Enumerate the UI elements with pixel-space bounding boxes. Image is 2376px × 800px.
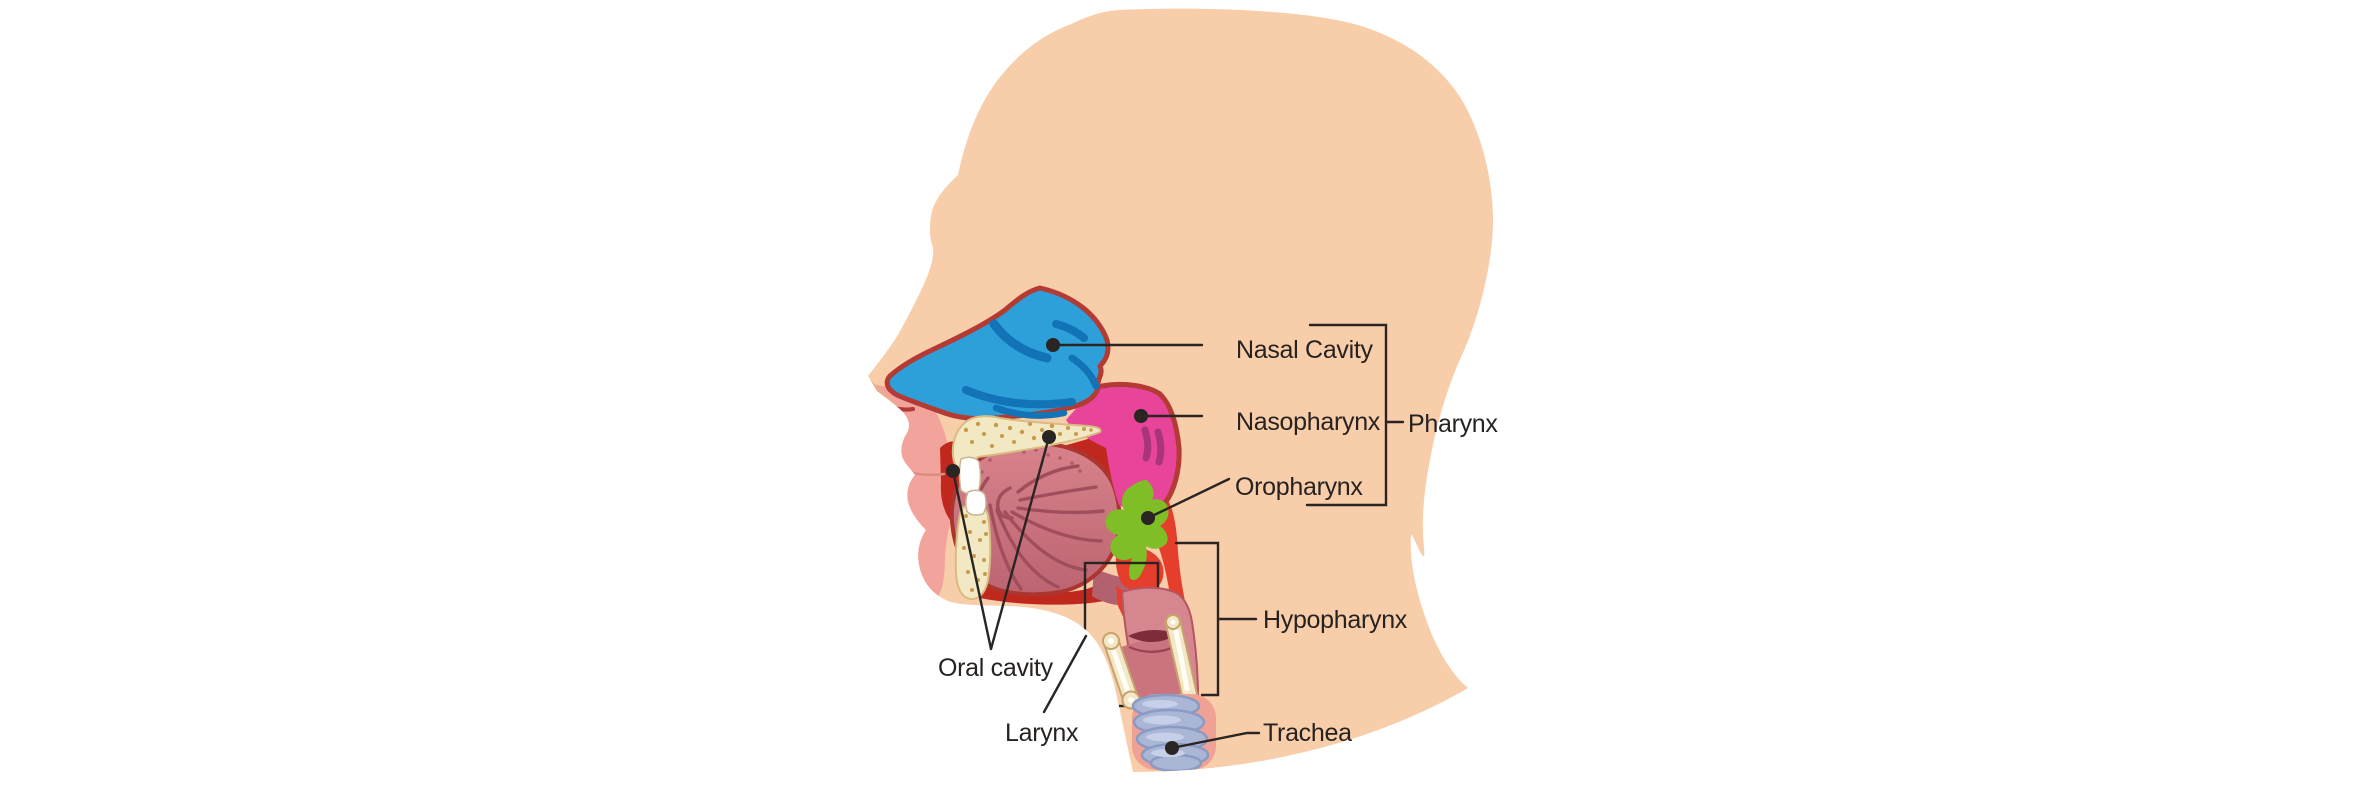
oral-cavity-pointer-dot-front (946, 464, 960, 478)
thyroid-cartilage (1164, 613, 1199, 706)
mouth-floor-lining (962, 570, 1108, 605)
trachea-leader-line (1170, 731, 1261, 750)
mouth-roof-lining (976, 434, 1126, 510)
pharynx-label: Pharynx (1408, 410, 1498, 438)
nasopharynx-streaks (1141, 426, 1165, 466)
tongue (949, 441, 1122, 597)
oropharynx-pointer-dot (1141, 511, 1155, 525)
nasopharynx-label: Nasopharynx (1236, 408, 1381, 436)
oral-cavity-label: Oral cavity (938, 654, 1054, 682)
larynx-label: Larynx (1005, 719, 1079, 747)
trachea-tube (1131, 693, 1216, 772)
nasopharynx-pointer-dot (1134, 409, 1148, 423)
mandible-bone (954, 503, 992, 601)
pharynx-bracket (1305, 323, 1388, 507)
lower-incisor-tooth (965, 489, 987, 516)
larynx-leader-line (1042, 634, 1088, 714)
nasopharynx-rim (1099, 381, 1182, 506)
hypopharynx-label: Hypopharynx (1263, 606, 1408, 634)
oropharynx-label: Oropharynx (1235, 473, 1363, 501)
vocal-fold-slit (1128, 629, 1178, 643)
nasal-cavity-streaks (962, 319, 1100, 419)
trachea-label: Trachea (1263, 719, 1352, 747)
oropharynx-leader-line (1146, 477, 1231, 520)
nasal-cavity-label: Nasal Cavity (1236, 336, 1374, 364)
oropharynx-region (1105, 480, 1169, 581)
oral-cavity-pointer-dot-palate (1042, 430, 1056, 444)
tongue-texture-lines (971, 464, 1105, 591)
upper-incisor-tooth (958, 456, 982, 495)
hard-palate-bone (951, 415, 1102, 476)
annotations: Nasal Cavity Nasopharynx Oropharynx Phar… (938, 323, 1499, 755)
nasal-cavity-pointer-dot (1046, 338, 1060, 352)
epiglottis-cartilage (1102, 632, 1141, 710)
oral-cavity-leader-lines (951, 435, 1051, 651)
lips-area (868, 380, 952, 612)
trachea-pointer-dot (1165, 741, 1179, 755)
